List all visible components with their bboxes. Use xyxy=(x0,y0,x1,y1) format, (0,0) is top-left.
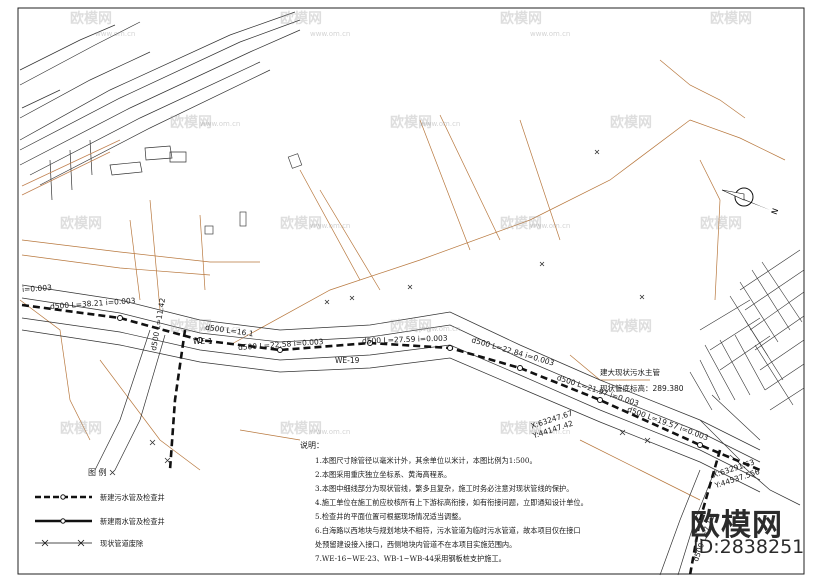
compass-icon xyxy=(721,187,770,210)
watermark-brand: 欧模网 xyxy=(500,216,542,232)
watermark-url: www.om.cn xyxy=(310,30,351,38)
note-item: 6.白海路以西地块与规划地块不相符，污水管道为临时污水管道，故本项目仅在接口 xyxy=(315,526,581,535)
watermark-url: www.om.cn xyxy=(200,120,241,128)
note-item: 处预留建设接入接口，西侧地块内管道不在本项目实施范围内。 xyxy=(315,540,517,549)
existing-thin-lines xyxy=(19,59,786,501)
new-sewer-pipe xyxy=(21,303,761,576)
watermark-brand: 欧模网 xyxy=(610,319,652,335)
watermark-url: www.om.cn xyxy=(95,30,136,38)
legend-label-storm: 新建雨水管及检查井 xyxy=(100,517,165,526)
existing-main-note: 建大现状污水主管 xyxy=(600,368,660,377)
brand-id: ID:2838251 xyxy=(693,536,805,558)
notes-title: 说明： xyxy=(300,441,324,450)
note-item: 2.本图采用重庆独立坐标系、黄海高程系。 xyxy=(315,470,452,479)
manhole-label: WE-19 xyxy=(335,356,360,365)
watermark-brand: 欧模网 xyxy=(500,421,542,437)
pipe-segment-label: i=0.003 xyxy=(21,282,53,295)
legend-symbols xyxy=(35,494,92,547)
manhole-label: WE-1 xyxy=(193,337,213,346)
legend-label-sewer: 新建污水管及检查井 xyxy=(100,493,165,502)
watermark-url: www.om.cn xyxy=(420,325,461,333)
watermark-url: www.om.cn xyxy=(310,428,351,436)
watermark-brand: 欧模网 xyxy=(170,115,212,131)
watermark-brand: 欧模网 xyxy=(70,11,112,27)
grid-area xyxy=(689,249,805,461)
watermark-brand: 欧模网 xyxy=(390,319,432,335)
watermark-brand: 欧模网 xyxy=(280,11,322,27)
watermark-brand: 欧模网 xyxy=(500,11,542,27)
legend-title: 图 例 xyxy=(88,468,107,477)
note-item: 5.检查井的平面位置可根据现场情况适当调整。 xyxy=(315,512,466,521)
sheet-border xyxy=(17,7,805,575)
watermark-url: www.om.cn xyxy=(310,222,351,230)
existing-pipes xyxy=(21,284,801,576)
legend-label-demolish: 现状管道废除 xyxy=(100,539,144,548)
note-item: 1.本图尺寸除管径以毫米计外，其余单位以米计，本图比例为1:500。 xyxy=(315,456,537,465)
watermark-brand: 欧模网 xyxy=(390,115,432,131)
existing-main-invert: 现状管底标高：289.380 xyxy=(600,384,684,393)
note-item: 3.本图中细线部分为现状管线，繁多且复杂，施工时务必注意对现状管线的保护。 xyxy=(315,484,574,493)
watermark-brand: 欧模网 xyxy=(60,216,102,232)
watermark-url: www.om.cn xyxy=(530,428,571,436)
existing-roads-upper-left xyxy=(19,11,301,201)
watermark-url: www.om.cn xyxy=(530,222,571,230)
watermark-url: www.om.cn xyxy=(530,30,571,38)
manholes xyxy=(117,315,703,448)
watermark-brand: 欧模网 xyxy=(280,216,322,232)
watermark-brand: 欧模网 xyxy=(280,421,322,437)
watermark-brand: 欧模网 xyxy=(700,216,742,232)
watermark-brand: 欧模网 xyxy=(170,319,212,335)
note-item: 4.施工单位在施工前应校核所有上下游标高衔接，如有衔接问题，立即通知设计单位。 xyxy=(315,498,588,507)
watermark-url: www.om.cn xyxy=(200,325,241,333)
watermark-brand: 欧模网 xyxy=(60,421,102,437)
brand-logo: 欧模网 xyxy=(690,508,783,543)
demolished-markers xyxy=(109,149,651,476)
note-item: 7.WE-16~WE-23、WB-1~WB-44采用钢板桩支护施工。 xyxy=(315,554,506,563)
small-structures xyxy=(204,153,303,235)
watermark-brand: 欧模网 xyxy=(610,115,652,131)
watermark-brand: 欧模网 xyxy=(710,11,752,27)
watermark-url: www.om.cn xyxy=(420,120,461,128)
